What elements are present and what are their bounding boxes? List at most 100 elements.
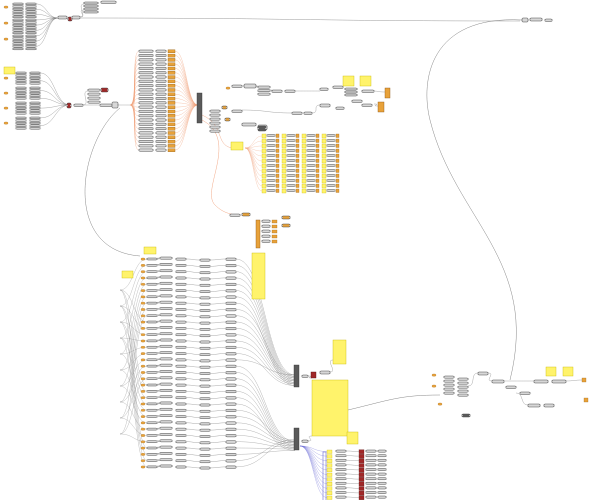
output-port[interactable] [185, 365, 187, 368]
input-port[interactable] [100, 89, 102, 91]
component-node[interactable] [335, 454, 347, 458]
component-node[interactable] [351, 99, 363, 103]
output-port[interactable] [156, 358, 158, 361]
component-node[interactable] [57, 15, 68, 20]
component-node[interactable] [457, 381, 469, 385]
component-node[interactable] [199, 372, 211, 375]
component-node[interactable] [551, 379, 567, 384]
component-node[interactable] [306, 134, 316, 137]
input-port[interactable] [225, 264, 227, 267]
node-body[interactable] [159, 338, 173, 342]
output-port[interactable] [171, 402, 173, 404]
output-port[interactable] [165, 140, 167, 143]
input-port[interactable] [25, 5, 27, 8]
component-node[interactable] [29, 76, 41, 80]
orange-component[interactable] [167, 92, 176, 97]
input-port[interactable] [335, 491, 337, 494]
node-body[interactable] [146, 440, 158, 443]
node-body[interactable] [225, 314, 237, 318]
component-node[interactable] [377, 458, 387, 462]
node-body[interactable] [29, 89, 41, 92]
output-port[interactable] [22, 5, 24, 8]
node-body[interactable] [199, 296, 211, 300]
output-port[interactable] [185, 289, 187, 292]
output-port[interactable] [209, 347, 211, 350]
component-node[interactable] [225, 345, 237, 349]
parameter-input[interactable] [140, 465, 146, 469]
component-node[interactable] [199, 466, 211, 470]
input-port[interactable] [146, 264, 148, 267]
component-node[interactable] [146, 345, 158, 349]
output-port[interactable] [235, 333, 237, 336]
node-body[interactable] [225, 320, 237, 324]
mini-panel[interactable] [281, 183, 287, 189]
output-port[interactable] [385, 491, 387, 494]
parameter-input[interactable] [3, 121, 9, 125]
orange-component[interactable] [275, 158, 280, 163]
mini-panel[interactable] [326, 472, 333, 477]
input-port[interactable] [138, 84, 140, 87]
input-port[interactable] [12, 24, 14, 27]
input-port[interactable] [175, 333, 177, 336]
input-port[interactable] [225, 422, 227, 425]
orange-component[interactable] [315, 158, 320, 163]
component-node[interactable] [155, 114, 167, 118]
component-node[interactable] [344, 93, 358, 97]
input-port[interactable] [111, 104, 113, 106]
component-node[interactable] [306, 169, 316, 172]
component-node[interactable] [146, 402, 158, 406]
output-port[interactable] [165, 106, 167, 109]
input-port[interactable] [159, 364, 161, 367]
component-node[interactable] [138, 54, 154, 57]
orange-component[interactable] [315, 153, 320, 158]
node-body[interactable] [175, 320, 187, 324]
input-port[interactable] [57, 16, 59, 19]
node-body[interactable] [12, 23, 24, 27]
input-port[interactable] [29, 116, 31, 119]
node-body[interactable] [146, 415, 158, 418]
component-node[interactable] [257, 85, 271, 89]
input-port[interactable] [199, 460, 201, 463]
node-body[interactable] [335, 477, 347, 481]
output-port[interactable] [185, 447, 187, 450]
node-body[interactable] [146, 421, 158, 425]
output-port[interactable] [375, 473, 377, 476]
output-port[interactable] [35, 2, 37, 5]
component-node[interactable] [209, 125, 221, 129]
component-node[interactable] [159, 269, 173, 273]
output-port[interactable] [39, 94, 41, 97]
input-port[interactable] [159, 326, 161, 329]
orange-component[interactable] [295, 133, 300, 138]
output-component[interactable] [358, 467, 365, 473]
output-port[interactable] [171, 427, 173, 430]
input-port[interactable] [159, 294, 161, 297]
output-port[interactable] [22, 21, 24, 24]
component-node[interactable] [175, 264, 187, 267]
node-body[interactable] [225, 352, 237, 356]
input-port[interactable] [15, 104, 17, 107]
output-port[interactable] [22, 18, 24, 21]
node-body[interactable] [138, 92, 154, 96]
input-port[interactable] [25, 45, 27, 48]
input-port[interactable] [199, 347, 201, 350]
output-port[interactable] [156, 453, 158, 456]
component-node[interactable] [138, 71, 154, 75]
parameter-input[interactable] [3, 106, 9, 110]
mini-panel[interactable] [326, 454, 333, 459]
input-port[interactable] [225, 283, 227, 286]
component-node[interactable] [225, 352, 237, 356]
component-node[interactable] [25, 15, 37, 19]
output-port[interactable] [156, 434, 158, 437]
parameter-input[interactable] [140, 289, 146, 292]
component-node[interactable] [146, 276, 158, 280]
node-body[interactable] [146, 276, 158, 280]
component-node[interactable] [443, 387, 455, 391]
node-body[interactable] [491, 379, 505, 384]
cluster-bottom-output[interactable] [322, 449, 387, 500]
component-node[interactable] [306, 149, 316, 152]
node-body[interactable] [100, 0, 117, 4]
node-body[interactable] [377, 477, 387, 481]
output-port[interactable] [307, 440, 309, 443]
component-node[interactable] [335, 477, 347, 481]
node-body[interactable] [146, 257, 158, 261]
